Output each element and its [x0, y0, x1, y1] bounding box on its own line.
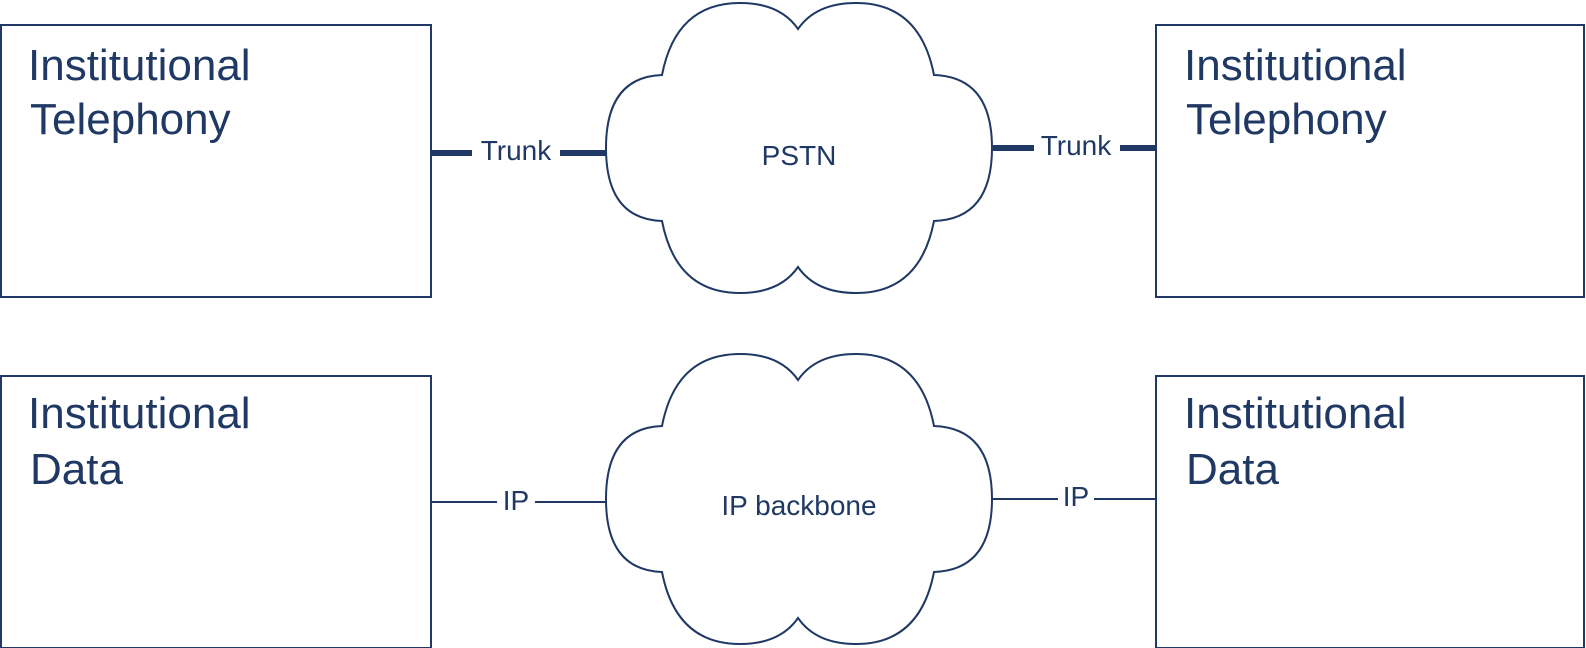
pstn-label: PSTN — [762, 140, 837, 171]
ip-left-label: IP — [503, 485, 529, 516]
pstn-cloud: PSTN — [605, 2, 993, 294]
telephony-left-box: Institutional Telephony — [0, 24, 432, 298]
telephony-right-label-line1: Institutional — [1184, 41, 1407, 90]
trunk-right-link: Trunk — [993, 130, 1156, 161]
data-left-box: Institutional Data — [0, 375, 432, 648]
data-left-label-line2: Data — [30, 445, 123, 494]
data-right-label-line1: Institutional — [1184, 389, 1407, 438]
telephony-right-box: Institutional Telephony — [1155, 24, 1585, 298]
telephony-right-label-line2: Telephony — [1186, 95, 1387, 144]
data-left-label-line1: Institutional — [28, 389, 251, 438]
telephony-left-label-line2: Telephony — [30, 95, 231, 144]
ip-left-link: IP — [431, 485, 606, 516]
data-right-label-line2: Data — [1186, 445, 1279, 494]
trunk-left-label: Trunk — [481, 135, 553, 166]
trunk-right-label: Trunk — [1041, 130, 1113, 161]
data-right-box: Institutional Data — [1155, 375, 1585, 648]
telephony-left-label-line1: Institutional — [28, 41, 251, 90]
ip-backbone-cloud: IP backbone — [605, 353, 993, 645]
ip-backbone-label: IP backbone — [721, 490, 876, 521]
trunk-left-link: Trunk — [431, 135, 606, 166]
ip-right-link: IP — [993, 481, 1156, 512]
ip-right-label: IP — [1063, 481, 1089, 512]
